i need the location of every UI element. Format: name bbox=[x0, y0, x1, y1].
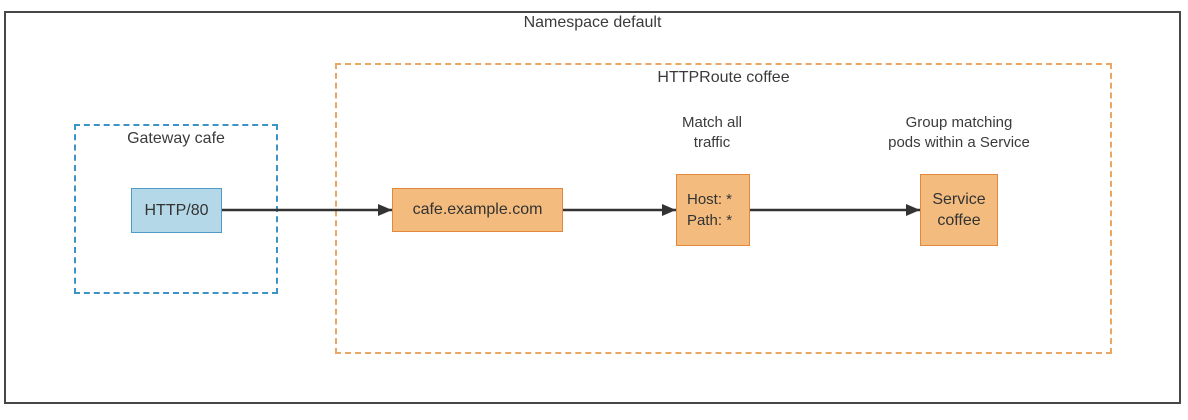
match-annotation: Match all traffic bbox=[637, 113, 787, 153]
service-label-line2: coffee bbox=[937, 212, 981, 229]
match-path-label: Path: * bbox=[687, 212, 733, 229]
namespace-label: Namespace default bbox=[523, 14, 662, 31]
backend-annotation: Group matching pods within a Service bbox=[857, 113, 1061, 153]
httproute-label: HTTPRoute coffee bbox=[657, 69, 790, 86]
service-label-line1: Service bbox=[932, 191, 986, 208]
match-host-label: Host: * bbox=[687, 191, 733, 208]
hostname-label: cafe.example.com bbox=[412, 201, 543, 218]
backend-annotation-line1: Group matching bbox=[905, 114, 1013, 131]
backend-annotation-line2: pods within a Service bbox=[888, 134, 1030, 151]
service-node: Service coffee bbox=[920, 174, 998, 246]
gateway-listener-node: HTTP/80 bbox=[131, 188, 222, 233]
match-annotation-line1: Match all bbox=[681, 114, 743, 131]
gateway-label: Gateway cafe bbox=[127, 130, 225, 147]
match-node: Host: * Path: * bbox=[676, 174, 750, 246]
gateway-listener-label: HTTP/80 bbox=[144, 201, 209, 219]
httproute-box: HTTPRoute coffee bbox=[335, 63, 1112, 354]
hostname-node: cafe.example.com bbox=[392, 188, 563, 232]
match-annotation-line2: traffic bbox=[693, 134, 731, 151]
